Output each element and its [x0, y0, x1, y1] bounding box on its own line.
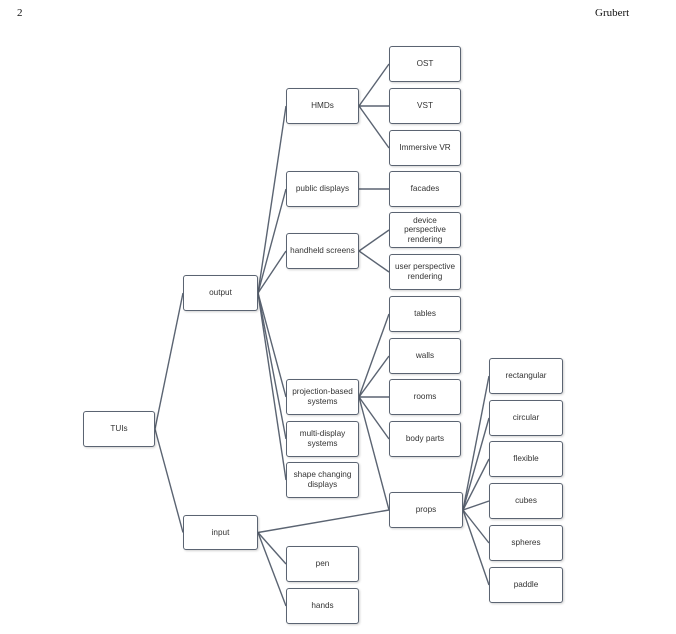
node-body-parts: body parts — [389, 421, 461, 457]
edge-projection_based-props — [358, 396, 390, 511]
node-ost: OST — [389, 46, 461, 82]
edge-output-hmds — [257, 105, 287, 294]
author-name: Grubert — [595, 7, 630, 19]
node-projection-based: projection-based systems — [286, 379, 359, 415]
node-paddle: paddle — [489, 567, 563, 603]
node-output: output — [183, 275, 258, 311]
node-tuis: TUIs — [83, 411, 155, 447]
node-public-displays: public displays — [286, 171, 359, 207]
edge-props-cubes — [462, 500, 490, 511]
edge-projection_based-body_parts — [358, 396, 390, 440]
node-rooms: rooms — [389, 379, 461, 415]
node-pen: pen — [286, 546, 359, 582]
node-vst: VST — [389, 88, 461, 124]
node-walls: walls — [389, 338, 461, 374]
edge-hmds-ost — [358, 63, 390, 107]
node-immersive-vr: Immersive VR — [389, 130, 461, 166]
edge-output-projection_based — [257, 292, 287, 398]
edge-props-rectangular — [462, 375, 490, 511]
edge-input-props — [257, 509, 390, 534]
edge-input-hands — [257, 532, 287, 607]
edge-hmds-immersive_vr — [358, 105, 390, 149]
node-shape-changing: shape changing displays — [286, 462, 359, 498]
node-hmds: HMDs — [286, 88, 359, 124]
edge-props-spheres — [462, 509, 490, 544]
edge-tuis-output — [154, 292, 184, 430]
node-multi-display: multi-display systems — [286, 421, 359, 457]
edge-output-shape_changing — [257, 292, 287, 481]
node-device-perspective: device perspective rendering — [389, 212, 461, 248]
node-spheres: spheres — [489, 525, 563, 561]
node-tables: tables — [389, 296, 461, 332]
edge-handheld_screens-user_perspective — [358, 250, 390, 273]
edge-props-flexible — [462, 458, 490, 511]
edge-props-paddle — [462, 509, 490, 586]
node-facades: facades — [389, 171, 461, 207]
node-hands: hands — [286, 588, 359, 624]
node-input: input — [183, 515, 258, 550]
edge-tuis-input — [154, 428, 184, 533]
node-flexible: flexible — [489, 441, 563, 477]
node-circular: circular — [489, 400, 563, 436]
edge-output-multi_display — [257, 292, 287, 440]
edge-output-handheld_screens — [257, 250, 287, 294]
node-handheld-screens: handheld screens — [286, 233, 359, 269]
node-cubes: cubes — [489, 483, 563, 519]
node-props: props — [389, 492, 463, 528]
edge-handheld_screens-device_perspective — [358, 229, 390, 252]
edge-projection_based-walls — [358, 355, 390, 398]
page-number: 2 — [17, 7, 23, 19]
edge-props-circular — [462, 417, 490, 511]
node-user-perspective: user perspective rendering — [389, 254, 461, 290]
edge-input-pen — [257, 532, 287, 565]
edge-projection_based-tables — [358, 313, 390, 398]
edge-output-public_displays — [257, 188, 287, 294]
node-rectangular: rectangular — [489, 358, 563, 394]
